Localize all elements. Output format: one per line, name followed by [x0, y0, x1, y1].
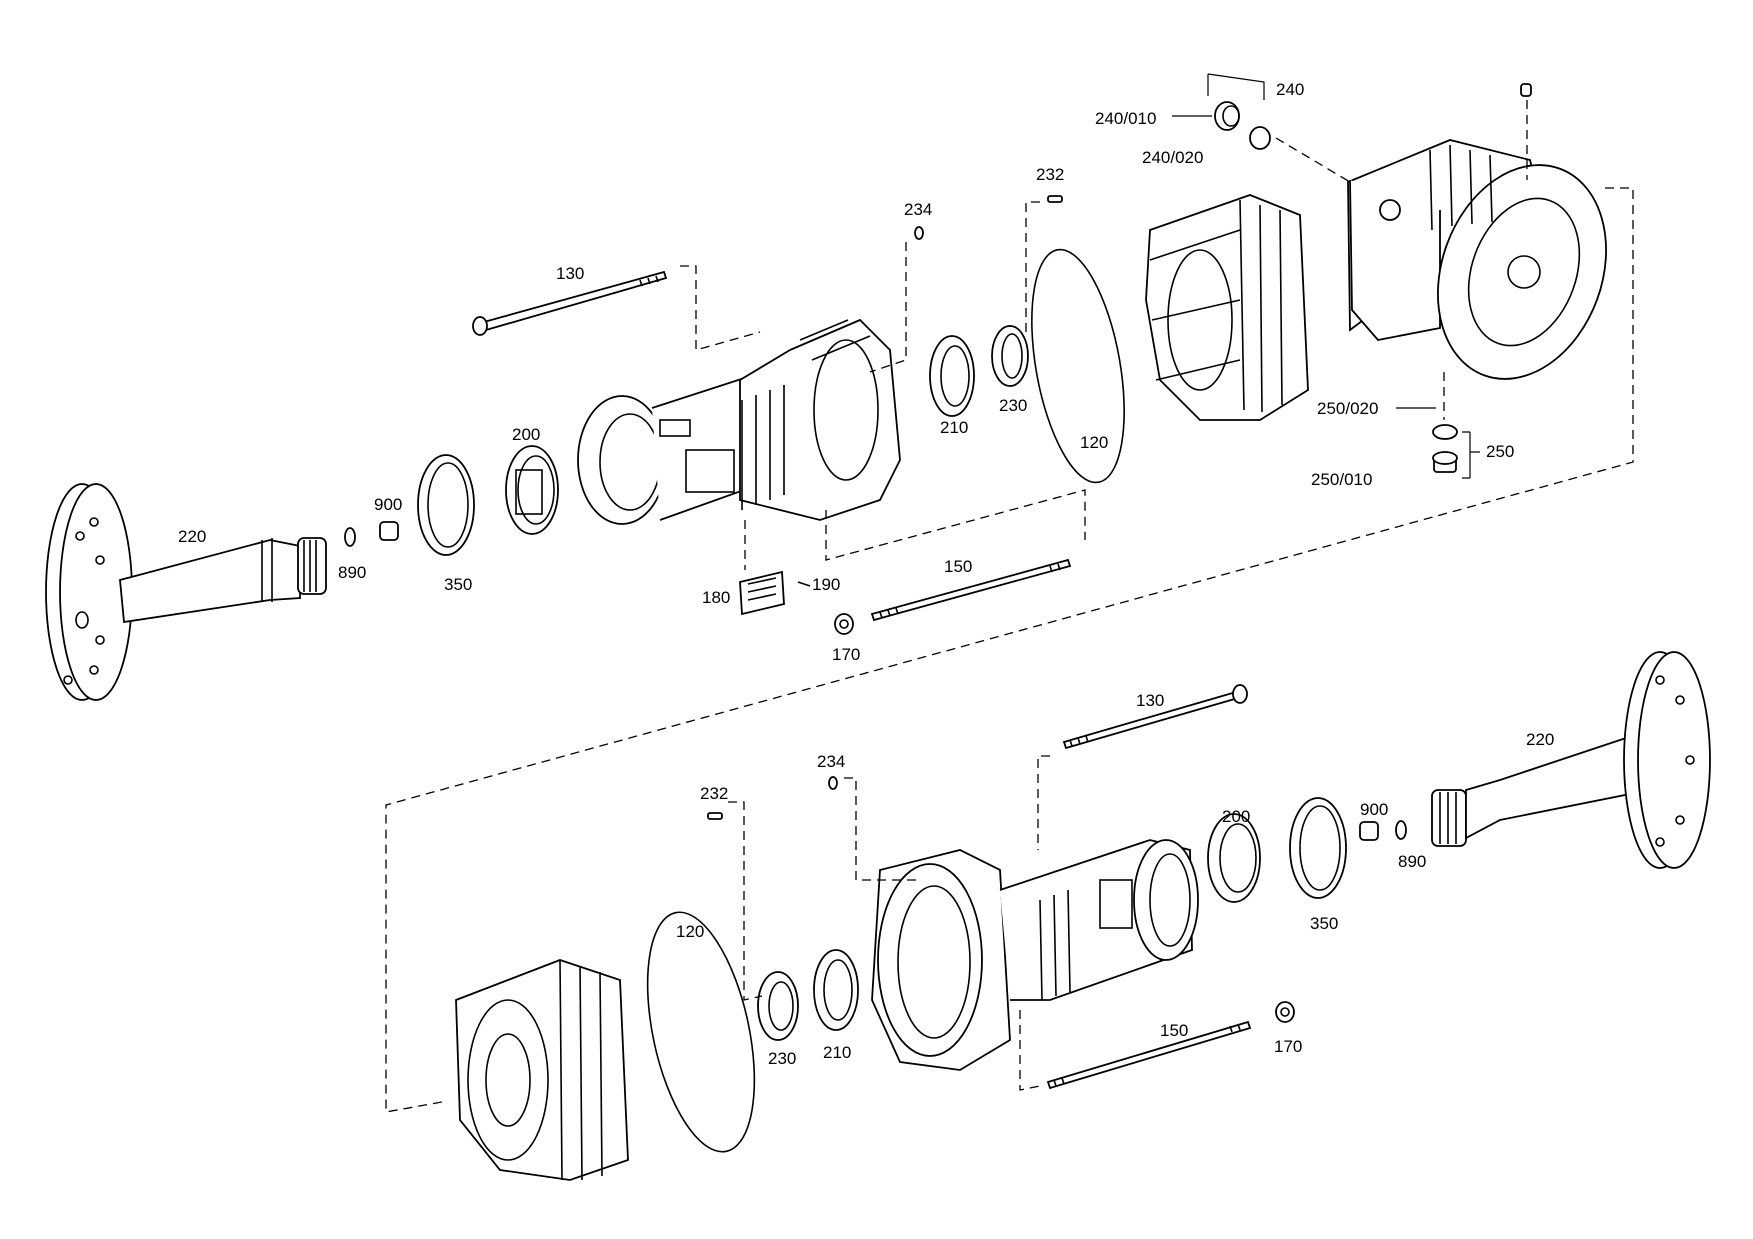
label-200-lower: 200	[1222, 807, 1250, 826]
part-120-oring-upper	[1031, 248, 1125, 484]
label-890-lower: 890	[1398, 852, 1426, 871]
label-250-020: 250/020	[1317, 399, 1378, 418]
part-190-screw	[797, 581, 811, 587]
label-240-020: 240/020	[1142, 148, 1203, 167]
part-150-bolt-lower	[1046, 1020, 1252, 1090]
label-170-upper: 170	[832, 645, 860, 664]
label-190: 190	[812, 575, 840, 594]
part-170-nut-upper	[834, 613, 854, 635]
label-220-upper: 220	[178, 527, 206, 546]
label-232-lower: 232	[700, 784, 728, 803]
label-900-lower: 900	[1360, 800, 1388, 819]
label-350-lower: 350	[1310, 914, 1338, 933]
label-234-lower: 234	[817, 752, 845, 771]
label-230-lower: 230	[768, 1049, 796, 1068]
part-cover-upper	[1145, 194, 1309, 421]
part-900-bushing-upper	[379, 521, 399, 541]
part-232-pin-upper	[1047, 195, 1063, 203]
part-240-plug	[1214, 101, 1271, 150]
part-120-oring-lower	[646, 911, 756, 1153]
part-210-bearing-lower	[813, 949, 859, 1031]
part-234-pin-lower	[828, 776, 838, 790]
label-150-lower: 150	[1160, 1021, 1188, 1040]
label-210-upper: 210	[940, 418, 968, 437]
label-230-upper: 230	[999, 396, 1027, 415]
part-200-bearing-upper	[505, 445, 559, 535]
part-900-bushing-lower	[1359, 821, 1379, 841]
label-240: 240	[1276, 80, 1304, 99]
part-housing-lower	[871, 839, 1199, 1071]
label-150-upper: 150	[944, 557, 972, 576]
part-200-bearing-lower	[1207, 813, 1261, 903]
label-220-lower: 220	[1526, 730, 1554, 749]
label-350-upper: 350	[444, 575, 472, 594]
part-232-pin-lower	[707, 812, 723, 820]
label-250: 250	[1486, 442, 1514, 461]
label-130-upper: 130	[556, 264, 584, 283]
part-890-oring-lower	[1395, 820, 1407, 840]
part-breather-top	[1520, 83, 1532, 97]
part-230-nut-lower	[757, 971, 799, 1041]
label-200-upper: 200	[512, 425, 540, 444]
label-180: 180	[702, 588, 730, 607]
part-housing-cover-right	[1347, 139, 1607, 380]
part-220-flange-shaft-lower	[1431, 651, 1711, 869]
part-350-ring-upper	[417, 454, 475, 556]
part-170-nut-lower	[1275, 1001, 1295, 1023]
part-130-bolt-upper	[472, 270, 668, 336]
part-890-oring-upper	[344, 527, 356, 547]
part-220-flange-shaft-upper	[45, 483, 327, 701]
label-232-upper: 232	[1036, 165, 1064, 184]
label-170-lower: 170	[1274, 1037, 1302, 1056]
label-234-upper: 234	[904, 200, 932, 219]
label-240-010: 240/010	[1095, 109, 1156, 128]
part-labels: 220 890 900 350 200 130 234 232 210 230 …	[178, 80, 1554, 1068]
part-housing-upper	[577, 318, 901, 525]
label-890-upper: 890	[338, 563, 366, 582]
part-180-plate	[739, 570, 785, 616]
part-130-bolt-lower	[1062, 684, 1248, 750]
part-cover-lower	[455, 959, 629, 1181]
part-250-plug	[1432, 424, 1458, 473]
part-350-ring-lower	[1289, 797, 1347, 899]
label-120-upper: 120	[1080, 433, 1108, 452]
part-234-pin-upper	[914, 226, 924, 240]
label-900-upper: 900	[374, 495, 402, 514]
label-210-lower: 210	[823, 1043, 851, 1062]
label-130-lower: 130	[1136, 691, 1164, 710]
part-230-nut-upper	[991, 325, 1029, 387]
part-150-bolt-upper	[870, 558, 1072, 622]
label-120-lower: 120	[676, 922, 704, 941]
label-250-010: 250/010	[1311, 470, 1372, 489]
part-210-bearing-upper	[929, 335, 975, 417]
